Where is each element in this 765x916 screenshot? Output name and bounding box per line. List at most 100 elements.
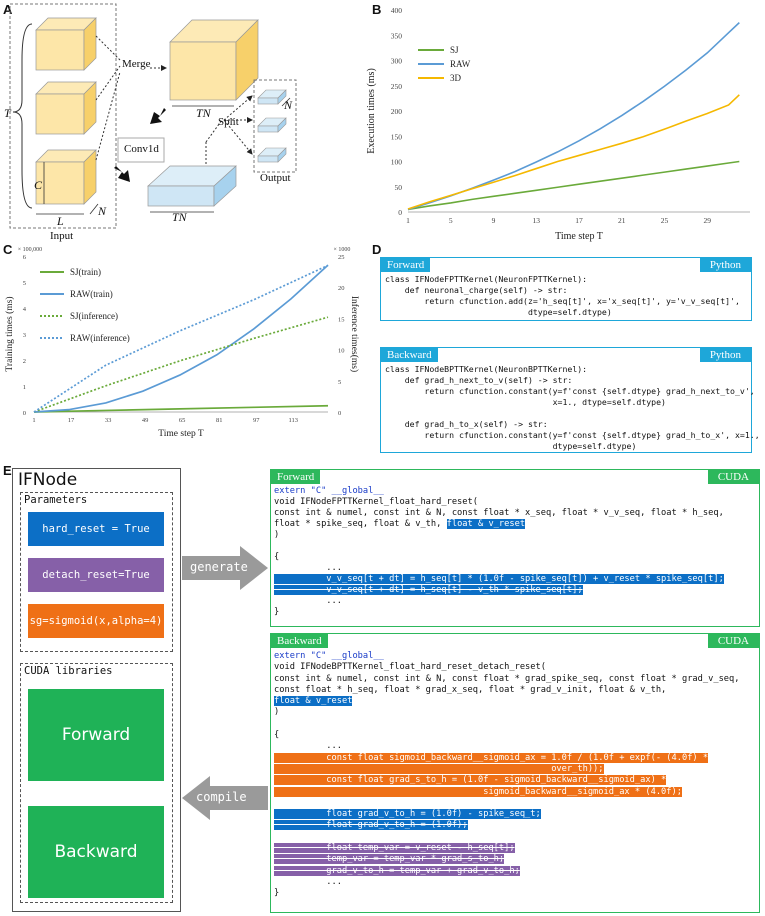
x-tick-label: 65	[179, 417, 186, 424]
x-tick-label: 97	[253, 417, 260, 424]
input-cube-2	[35, 81, 97, 135]
l-dimension-label: L	[57, 214, 64, 228]
fwd-soft-reset-line: v_v_seq[t + dt] = h_seq[t] - v_th * spik…	[274, 585, 583, 595]
python-lang-label: Python	[699, 258, 751, 272]
x-tick-label: 25	[661, 216, 669, 225]
bwd-detach-line-3: grad_v_to_h = temp_var + grad_v_to_h;	[274, 865, 520, 876]
y-tick-label: 400	[391, 6, 403, 15]
y2-scale-note: × 1000	[334, 247, 351, 253]
cuda-libraries-box	[20, 663, 173, 903]
series-line-sjinference	[33, 316, 329, 413]
parameters-box	[20, 492, 173, 652]
x-axis-title: Time step T	[158, 429, 204, 439]
bwd-grad-v-line-2: float grad_v_to_h = (1.0f);	[274, 820, 468, 831]
y-tick-label: 5	[23, 280, 26, 287]
x-tick-label: 17	[68, 417, 75, 424]
y-tick-label: 300	[391, 57, 403, 66]
y2-tick-label: 25	[338, 254, 345, 261]
backward-library-button[interactable]: Backward	[28, 806, 164, 898]
y-tick-label: 350	[391, 31, 403, 40]
hard-reset-param[interactable]: hard_reset = True	[28, 512, 164, 546]
python-forward-code: class IFNodeFPTTKernel(NeuronFPTTKernel)…	[385, 274, 740, 317]
y-tick-label: 2	[23, 358, 26, 365]
y-tick-label: 50	[395, 183, 403, 192]
legend-label: RAW(train)	[70, 289, 113, 299]
bwd-detach-line-1: float temp_var = v_reset - h_seq[t];	[274, 843, 515, 854]
panel-letter-e: E	[3, 463, 12, 478]
tn-bottom-label: TN	[172, 210, 187, 224]
x-tick-label: 113	[289, 417, 299, 424]
python-backward-code-box: Backward Python class IFNodeBPTTKernel(N…	[380, 347, 760, 453]
series-line-rawtrain	[33, 264, 329, 413]
backward-tab-label: Backward	[381, 348, 438, 362]
cuda-forward-tab: Forward	[271, 470, 321, 484]
cuda-forward-code-box: Forward CUDA extern "C" __global__ void …	[270, 469, 760, 627]
series-line-3d	[407, 94, 740, 210]
legend-label: RAW(inference)	[70, 333, 130, 343]
y-tick-label: 100	[391, 158, 403, 167]
y2-tick-label: 15	[338, 316, 345, 323]
x-tick-label: 33	[105, 417, 112, 424]
output-slabs	[257, 89, 287, 163]
panel-letter-c: C	[3, 242, 13, 257]
y-tick-label: 0	[23, 410, 26, 417]
y2-tick-label: 5	[338, 379, 341, 386]
bwd-sigmoid-line-3: const float grad_s_to_h = (1.0f - sigmoi…	[274, 775, 667, 786]
cuda-backward-code: extern "C" __global__ void IFNodeBPTTKer…	[274, 651, 740, 899]
legend-label: SJ	[450, 45, 459, 55]
x-tick-label: 1	[32, 417, 35, 424]
bwd-v-reset-highlight: float & v_reset	[274, 696, 353, 707]
legend-label: SJ(inference)	[70, 311, 118, 321]
cuda-backward-code-box: Backward CUDA extern "C" __global__ void…	[270, 633, 760, 913]
x-tick-label: 9	[492, 216, 496, 225]
python-backward-code: class IFNodeBPTTKernel(NeuronBPTTKernel)…	[385, 364, 760, 451]
bwd-sigmoid-line-2: over_th));	[274, 763, 604, 774]
forward-tab-label: Forward	[381, 258, 431, 272]
forward-library-button[interactable]: Forward	[28, 689, 164, 781]
bwd-detach-line-2: temp_var = temp_var * grad_s_to_h;	[274, 854, 505, 865]
input-cube-1	[35, 17, 97, 71]
y-tick-label: 150	[391, 132, 403, 141]
generate-label: generate	[190, 560, 248, 574]
panel-letter-a: A	[3, 2, 13, 17]
y-tick-label: 4	[23, 306, 27, 313]
ifnode-box	[12, 468, 181, 912]
split-label: Split	[218, 116, 239, 128]
ifnode-title: IFNode	[18, 470, 78, 490]
x-tick-label: 5	[449, 216, 453, 225]
x-tick-label: 81	[216, 417, 223, 424]
series-line-sj	[407, 160, 740, 211]
y-tick-label: 250	[391, 82, 403, 91]
fwd-v-reset-highlight: float & v_reset	[446, 519, 526, 529]
y2-tick-label: 20	[338, 285, 345, 292]
y-tick-label: 1	[23, 384, 26, 391]
panel-letter-b: B	[372, 2, 382, 17]
y-axis-title: Training times (ms)	[4, 296, 15, 371]
parameters-label: Parameters	[24, 494, 88, 506]
y-tick-label: 200	[391, 107, 403, 116]
bwd-sigmoid-line-1: const float sigmoid_backward__sigmoid_ax…	[274, 752, 709, 763]
y-tick-label: 6	[23, 254, 27, 261]
x-axis-title: Time step T	[555, 231, 603, 242]
legend-label: 3D	[450, 73, 462, 83]
surrogate-param[interactable]: sg=sigmoid(x,alpha=4)	[28, 604, 164, 638]
legend-label: SJ(train)	[70, 267, 101, 277]
legend-label: RAW	[450, 59, 471, 69]
t-dimension-label: T	[4, 106, 11, 120]
conv-output-slab	[147, 165, 237, 207]
generate-arrow	[182, 546, 268, 590]
x-tick-label: 17	[575, 216, 583, 225]
y2-tick-label: 10	[338, 348, 345, 355]
panel-letter-d: D	[372, 242, 382, 257]
y-tick-label: 3	[23, 332, 26, 339]
y2-tick-label: 0	[338, 410, 341, 417]
merged-cube	[169, 19, 259, 101]
series-line-sjtrain	[33, 404, 329, 413]
tn-top-label: TN	[196, 106, 211, 120]
python-forward-code-box: Forward Python class IFNodeFPTTKernel(Ne…	[380, 257, 752, 321]
detach-reset-param[interactable]: detach_reset=True	[28, 558, 164, 592]
series-line-rawinference	[33, 264, 329, 413]
compile-arrow	[182, 776, 268, 820]
